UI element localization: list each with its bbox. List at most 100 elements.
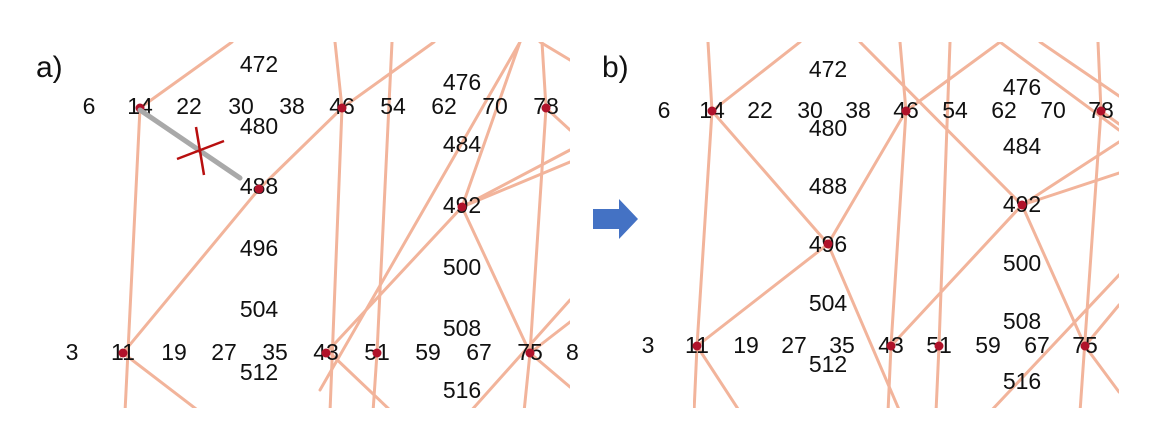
panel-a-edges	[120, 42, 570, 408]
cell-label: 70	[1040, 97, 1066, 123]
graph-edge	[1083, 303, 1119, 348]
graph-node	[541, 103, 551, 113]
graph-edge	[858, 42, 1024, 207]
graph-edge	[695, 109, 714, 348]
graph-edge	[1078, 109, 1103, 408]
cell-label: 38	[845, 97, 871, 123]
cell-label: 496	[240, 235, 278, 261]
graph-edge	[528, 351, 570, 389]
panel-a: 472 476 6 14 22 30 38 46 54 62 70 78 480…	[66, 42, 579, 408]
graph-edge	[693, 344, 699, 408]
cell-label: 480	[240, 113, 278, 139]
graph-node	[457, 202, 467, 212]
cell-label: 30	[228, 93, 254, 119]
cell-label: 472	[809, 56, 847, 82]
graph-edge	[375, 42, 394, 355]
graph-edge	[528, 320, 570, 355]
graph-edge	[540, 42, 548, 110]
graph-edge	[538, 42, 570, 62]
graph-edge	[544, 106, 570, 132]
graph-node	[1017, 200, 1027, 210]
cell-label: 22	[747, 97, 773, 123]
cell-label: 508	[1003, 308, 1041, 334]
panel-a-label: a)	[36, 51, 63, 84]
graph-edge	[328, 106, 344, 408]
cell-label: 512	[240, 359, 278, 385]
cell-label: 484	[443, 131, 482, 157]
graph-edge	[333, 42, 344, 110]
graph-edge	[991, 273, 1119, 408]
cell-label: 35	[829, 332, 855, 358]
graph-edge	[710, 42, 802, 113]
cell-label: 19	[161, 339, 187, 365]
graph-edge	[695, 242, 830, 348]
cell-label: 500	[1003, 250, 1041, 276]
graph-node	[1096, 106, 1106, 116]
cell-label: 59	[975, 332, 1001, 358]
cell-label: 516	[1003, 368, 1041, 394]
graph-node	[901, 106, 911, 116]
cross-mark-stroke	[194, 126, 206, 176]
cell-label: 54	[380, 93, 406, 119]
panel-a-nodes	[118, 103, 551, 358]
cell-label: 54	[942, 97, 968, 123]
cell-label: 500	[443, 254, 481, 280]
cell-label: 476	[443, 69, 481, 95]
graph-edge	[1020, 171, 1119, 207]
graph-edge	[826, 109, 908, 246]
cell-label: 27	[781, 332, 807, 358]
graph-edge	[934, 344, 941, 408]
graph-node	[823, 239, 833, 249]
cell-label: 8	[566, 339, 579, 365]
graph-edge	[123, 106, 142, 408]
graph-edge	[1038, 42, 1119, 98]
graph-node	[321, 348, 331, 358]
panel-b-labels: 472 476 6 14 22 30 38 46 54 62 70 78 480…	[642, 56, 1114, 394]
graph-node	[372, 348, 382, 358]
cell-label: 484	[1003, 133, 1042, 159]
cell-label: 472	[240, 51, 278, 77]
cell-label: 62	[431, 93, 457, 119]
cell-label: 35	[262, 339, 288, 365]
graph-edge	[257, 106, 344, 191]
panel-b-edges	[693, 42, 1119, 408]
transition-arrow-icon	[593, 199, 638, 239]
graph-edge	[706, 42, 714, 113]
graph-edge	[471, 298, 570, 408]
graph-edge	[328, 351, 390, 408]
cell-label: 30	[797, 97, 823, 123]
graph-edge	[695, 344, 740, 408]
graph-node	[707, 106, 717, 116]
cell-label: 3	[642, 332, 655, 358]
cell-label: 504	[809, 290, 848, 316]
graph-edge	[522, 351, 532, 408]
graph-edge	[340, 42, 436, 110]
graph-edge	[898, 42, 908, 113]
graph-edge	[460, 148, 570, 209]
cell-label: 19	[733, 332, 759, 358]
graph-edge	[1020, 140, 1119, 207]
cell-label: 512	[809, 351, 847, 377]
cell-label: 27	[211, 339, 237, 365]
cell-label: 62	[991, 97, 1017, 123]
panel-a-labels: 472 476 6 14 22 30 38 46 54 62 70 78 480…	[66, 51, 579, 403]
graph-node	[1080, 341, 1090, 351]
graph-edge	[1096, 42, 1103, 113]
graph-edge	[904, 42, 1002, 113]
graph-edge	[460, 42, 522, 209]
graph-node	[337, 103, 347, 113]
graph-node	[254, 184, 264, 194]
graph-edge	[889, 203, 1024, 348]
graph-edge	[1083, 344, 1119, 394]
cell-label: 480	[809, 115, 847, 141]
graph-node	[525, 348, 535, 358]
cell-label: 488	[809, 173, 847, 199]
graph-node	[886, 341, 896, 351]
panel-b-nodes	[692, 106, 1106, 351]
graph-edge	[371, 351, 379, 408]
graph-edge	[121, 187, 261, 355]
graph-edge	[998, 42, 1119, 132]
cell-label: 59	[415, 339, 441, 365]
